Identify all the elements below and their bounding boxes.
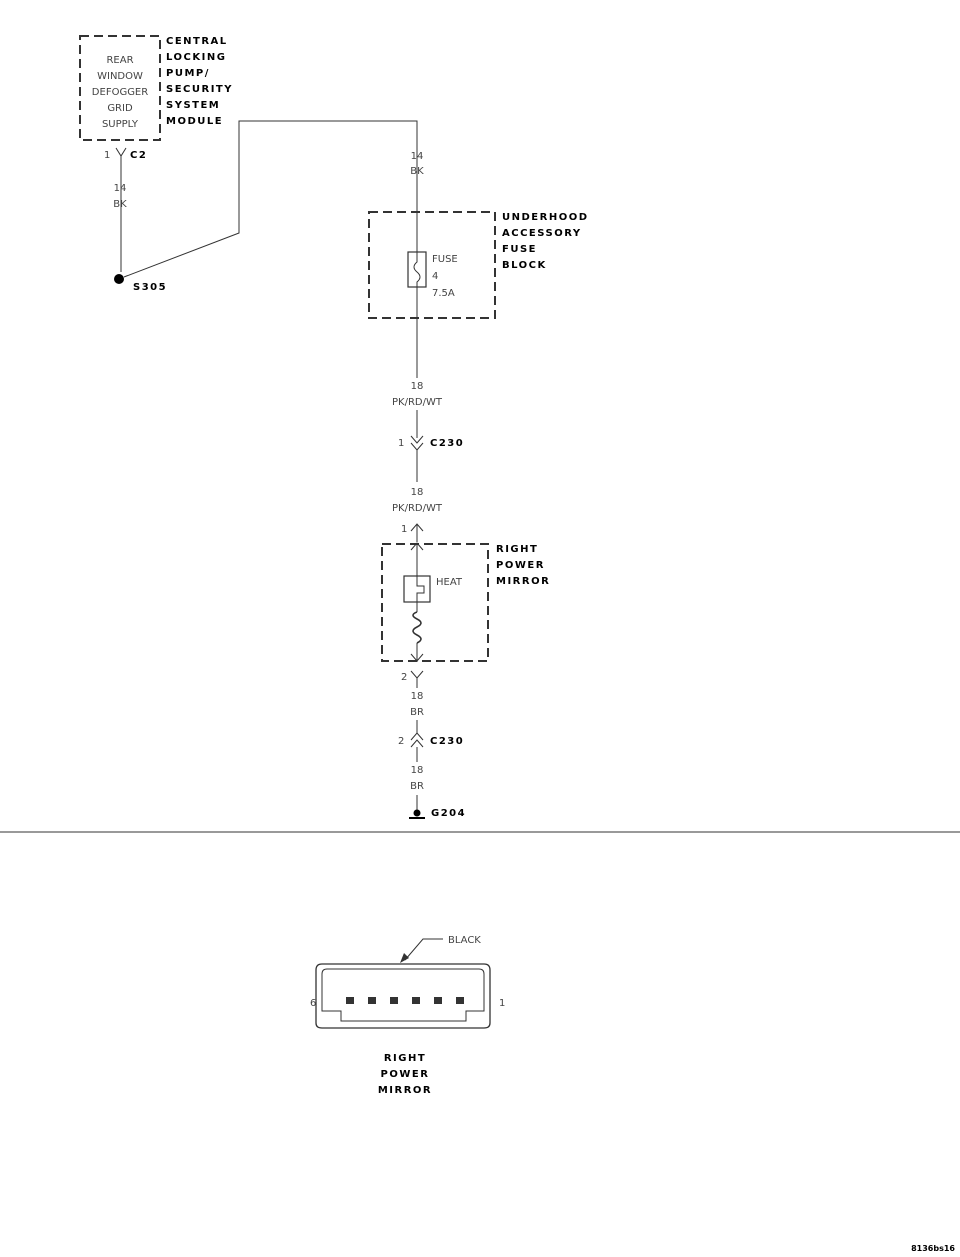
leader-arrowhead — [400, 953, 409, 963]
fuse-block-title-line: UNDERHOOD — [502, 212, 589, 223]
connector-face-view: BLACK 6 1 — [310, 935, 505, 1029]
c2-label: C2 — [130, 150, 147, 161]
c230-bottom-label: C230 — [430, 736, 464, 747]
c230-top-pin: 1 — [398, 438, 404, 449]
module-title-line: SYSTEM — [166, 100, 220, 111]
wire-top-color: BK — [410, 166, 424, 177]
c230-bottom-connector: 2 C230 — [398, 732, 464, 748]
splice-s305-dot — [114, 274, 124, 284]
wire-left-color: BK — [113, 199, 127, 210]
mirror-output-pin: 2 — [401, 672, 407, 683]
wire-mid-gauge: 18 — [411, 487, 424, 498]
fuse-block-title-line: FUSE — [502, 244, 537, 255]
wire-top-gauge: 14 — [411, 151, 424, 162]
module-text-line: WINDOW — [97, 71, 143, 82]
fuse-number: 4 — [432, 271, 438, 282]
wire-low1-color: BR — [410, 707, 424, 718]
wire-low1-gauge: 18 — [411, 691, 424, 702]
wire-low2-color: BR — [410, 781, 424, 792]
connector-pin-right-label: 1 — [499, 998, 505, 1009]
connector-pin-cavity — [346, 997, 354, 1004]
c2-connector: 1 C2 — [104, 147, 147, 161]
module-text-line: GRID — [107, 103, 133, 114]
connector-title-line: MIRROR — [378, 1085, 432, 1096]
heater-grid-symbol — [412, 611, 422, 644]
connector-title-line: POWER — [381, 1069, 430, 1080]
c230-bottom-symbol-b — [410, 739, 424, 748]
heat-label: HEAT — [436, 577, 463, 588]
module-title-line: LOCKING — [166, 52, 226, 63]
module-title: CENTRAL LOCKING PUMP/ SECURITY SYSTEM MO… — [166, 36, 233, 127]
mirror-output-connector — [410, 670, 424, 679]
mirror-box-pin-out — [410, 653, 424, 662]
splice-s305-label: S305 — [133, 282, 167, 293]
figure-id: 8136bs16 — [911, 1244, 955, 1253]
connector-outline — [315, 963, 491, 1029]
wire-after-fuse-gauge: 18 — [411, 381, 424, 392]
connector-title: RIGHT POWER MIRROR — [378, 1053, 432, 1096]
wire-left-gauge: 14 — [114, 183, 127, 194]
mirror-title-line: RIGHT — [496, 544, 538, 555]
connector-pin-left-label: 6 — [310, 998, 316, 1009]
heater-thermostat-element — [416, 576, 425, 602]
module-title-line: CENTRAL — [166, 36, 228, 47]
module-text-line: REAR — [106, 55, 133, 66]
connector-inner-outline — [321, 968, 485, 1022]
mirror-title-line: MIRROR — [496, 576, 550, 587]
module-box — [79, 35, 161, 141]
color-leader-line — [404, 938, 443, 961]
c2-pin: 1 — [104, 150, 110, 161]
mirror-title: RIGHT POWER MIRROR — [496, 544, 550, 587]
c230-bottom-symbol-a — [410, 732, 424, 741]
connector-pin-cavity — [434, 997, 442, 1004]
c230-top-label: C230 — [430, 438, 464, 449]
fuse-rating: 7.5A — [432, 288, 455, 299]
module-title-line: SECURITY — [166, 84, 233, 95]
ground-dot — [413, 809, 421, 817]
wire-low2-gauge: 18 — [411, 765, 424, 776]
c230-top-connector: 1 C230 — [398, 435, 464, 451]
ground-label: G204 — [431, 808, 466, 819]
wire-mid-color: PK/RD/WT — [392, 503, 443, 514]
module-box-text: REAR WINDOW DEFOGGER GRID SUPPLY — [92, 55, 148, 130]
module-title-line: PUMP/ — [166, 68, 210, 79]
wire-splice-to-fuse — [123, 120, 418, 278]
fuse-label: FUSE — [432, 254, 458, 265]
connector-pin-cavity — [390, 997, 398, 1004]
c230-top-symbol-a — [410, 435, 424, 444]
c230-top-symbol-b — [410, 442, 424, 451]
fuse-block-title-line: ACCESSORY — [502, 228, 582, 239]
connector-color-label: BLACK — [448, 935, 481, 946]
module-title-line: MODULE — [166, 116, 223, 127]
c2-connector-symbol — [115, 147, 127, 157]
connector-pin-cavity — [456, 997, 464, 1004]
wire-after-fuse-color: PK/RD/WT — [392, 397, 443, 408]
fuse-block-title: UNDERHOOD ACCESSORY FUSE BLOCK — [502, 212, 589, 271]
module-text-line: SUPPLY — [102, 119, 139, 130]
mirror-input-pin: 1 — [401, 524, 407, 535]
fuse-block-box — [368, 211, 496, 319]
ground-g204: G204 — [409, 808, 466, 819]
fuse-element — [413, 252, 421, 287]
mirror-title-line: POWER — [496, 560, 545, 571]
connector-title-line: RIGHT — [384, 1053, 426, 1064]
c230-bottom-pin: 2 — [398, 736, 404, 747]
module-text-line: DEFOGGER — [92, 87, 148, 98]
mirror-box — [381, 543, 489, 662]
connector-pin-cavity — [368, 997, 376, 1004]
connector-pin-cavity — [412, 997, 420, 1004]
fuse-block-title-line: BLOCK — [502, 260, 547, 271]
